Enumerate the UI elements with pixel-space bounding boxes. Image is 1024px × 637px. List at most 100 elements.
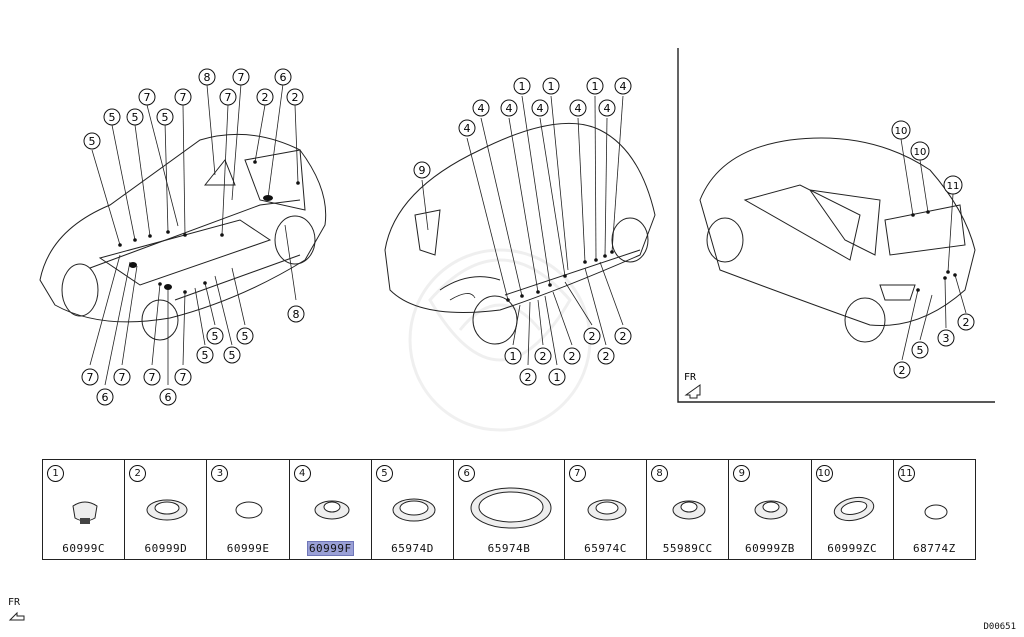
- svg-text:7: 7: [149, 371, 156, 384]
- part-cell[interactable]: 9 60999ZB: [729, 460, 812, 559]
- callout: 2: [957, 313, 975, 331]
- part-cell[interactable]: 6 65974B: [454, 460, 565, 559]
- svg-text:10: 10: [895, 126, 908, 137]
- callout: 2: [256, 88, 274, 106]
- fr-direction-indicator: FR: [684, 372, 701, 399]
- watermark-emblem: [408, 248, 592, 432]
- svg-text:7: 7: [144, 91, 151, 104]
- part-cell[interactable]: 4 60999F: [290, 460, 372, 559]
- right-attach-points: [911, 210, 957, 292]
- part-code[interactable]: 55989CC: [662, 542, 713, 555]
- svg-text:4: 4: [575, 102, 582, 115]
- part-code[interactable]: 60999ZB: [745, 542, 795, 555]
- callout: 5: [236, 327, 254, 345]
- part-cell[interactable]: 5 65974D: [372, 460, 455, 559]
- callout: 10: [891, 120, 911, 140]
- part-cell[interactable]: 7 65974C: [565, 460, 648, 559]
- svg-text:9: 9: [419, 164, 426, 177]
- part-number-badge: 4: [293, 465, 311, 482]
- callout: 2: [614, 327, 632, 345]
- part-cell[interactable]: 8 55989CC: [647, 460, 730, 559]
- callout: 5: [223, 346, 241, 364]
- callout: 1: [548, 368, 566, 386]
- right-view-frame: [677, 48, 995, 403]
- callout: 4: [500, 99, 518, 117]
- svg-text:7: 7: [225, 91, 232, 104]
- part-number-badge: 7: [568, 465, 586, 482]
- svg-text:2: 2: [963, 316, 970, 329]
- svg-text:5: 5: [212, 330, 219, 343]
- callout: 6: [159, 388, 177, 406]
- part-code-highlighted[interactable]: 60999F: [306, 541, 354, 556]
- svg-text:5: 5: [109, 111, 116, 124]
- part-code[interactable]: 65974D: [391, 542, 434, 555]
- part-code[interactable]: 60999D: [144, 542, 188, 555]
- oval-plug-icon: [833, 496, 874, 522]
- part-cell[interactable]: 1 60999C: [43, 460, 126, 559]
- callout: 5: [126, 108, 144, 126]
- part-code[interactable]: 65974B: [487, 542, 531, 555]
- part-code[interactable]: 68774Z: [913, 542, 956, 555]
- callouts: 8 7 6 7 7 7 2 2 5 5 5 5 8 5 5 5 5 7 7 7 …: [81, 68, 975, 406]
- callout: 5: [103, 108, 121, 126]
- callout: 7: [113, 368, 131, 386]
- grommet-wide-icon: [392, 498, 436, 522]
- callout: 5: [196, 346, 214, 364]
- grommet-small-icon: [314, 500, 350, 520]
- document-code: D00651: [983, 622, 1016, 632]
- callout: 4: [458, 119, 476, 137]
- callout: 3: [937, 329, 955, 347]
- callout: 8: [287, 305, 305, 323]
- svg-text:6: 6: [165, 391, 172, 404]
- svg-text:7: 7: [119, 371, 126, 384]
- svg-text:4: 4: [620, 80, 627, 93]
- part-code[interactable]: 60999C: [62, 542, 105, 555]
- left-car-view: [39, 133, 327, 341]
- callout: 7: [81, 368, 99, 386]
- callout: 7: [174, 368, 192, 386]
- svg-text:4: 4: [464, 122, 471, 135]
- svg-text:8: 8: [204, 71, 211, 84]
- callout: 10: [910, 141, 930, 161]
- callout: 2: [534, 347, 552, 365]
- part-cell[interactable]: 3 60999E: [207, 460, 290, 559]
- part-cell[interactable]: 11 68774Z: [894, 460, 975, 559]
- svg-text:10: 10: [914, 147, 927, 158]
- svg-text:7: 7: [87, 371, 94, 384]
- callout: 1: [504, 347, 522, 365]
- callout: 2: [583, 327, 601, 345]
- svg-text:3: 3: [943, 332, 950, 345]
- svg-text:5: 5: [229, 349, 236, 362]
- middle-leader-lines: [421, 95, 624, 366]
- plug-large-icon: [470, 487, 552, 529]
- part-number-badge: 2: [129, 465, 147, 482]
- callout: 9: [413, 161, 431, 179]
- svg-text:5: 5: [242, 330, 249, 343]
- callout: 7: [143, 368, 161, 386]
- exploded-view-diagram: FR 8 7 6 7 7 7 2 2 5 5 5 5 8 5 5 5 5 7 7…: [39, 48, 995, 432]
- svg-text:7: 7: [180, 91, 187, 104]
- right-car-view: [699, 137, 976, 343]
- flat-plug-icon: [235, 501, 263, 519]
- fr-indicator-bottom: FR: [8, 598, 30, 624]
- middle-attach-points: [506, 250, 614, 302]
- part-code[interactable]: 60999E: [226, 542, 270, 555]
- left-attach-points: [118, 160, 300, 294]
- callout: 7: [138, 88, 156, 106]
- svg-text:11: 11: [947, 181, 960, 192]
- part-number-badge: 11: [897, 465, 915, 482]
- callout: 2: [597, 347, 615, 365]
- svg-text:5: 5: [917, 344, 924, 357]
- part-code[interactable]: 65974C: [584, 542, 627, 555]
- fr-label: FR: [684, 372, 697, 383]
- part-number-badge: 8: [651, 465, 669, 482]
- part-code[interactable]: 60999ZC: [827, 542, 878, 555]
- part-cell[interactable]: 10 60999ZC: [812, 460, 894, 559]
- callout: 2: [286, 88, 304, 106]
- svg-text:2: 2: [540, 350, 547, 363]
- part-cell[interactable]: 2 60999D: [125, 460, 208, 559]
- svg-text:2: 2: [899, 364, 906, 377]
- svg-text:6: 6: [280, 71, 287, 84]
- svg-text:4: 4: [478, 102, 485, 115]
- svg-text:7: 7: [180, 371, 187, 384]
